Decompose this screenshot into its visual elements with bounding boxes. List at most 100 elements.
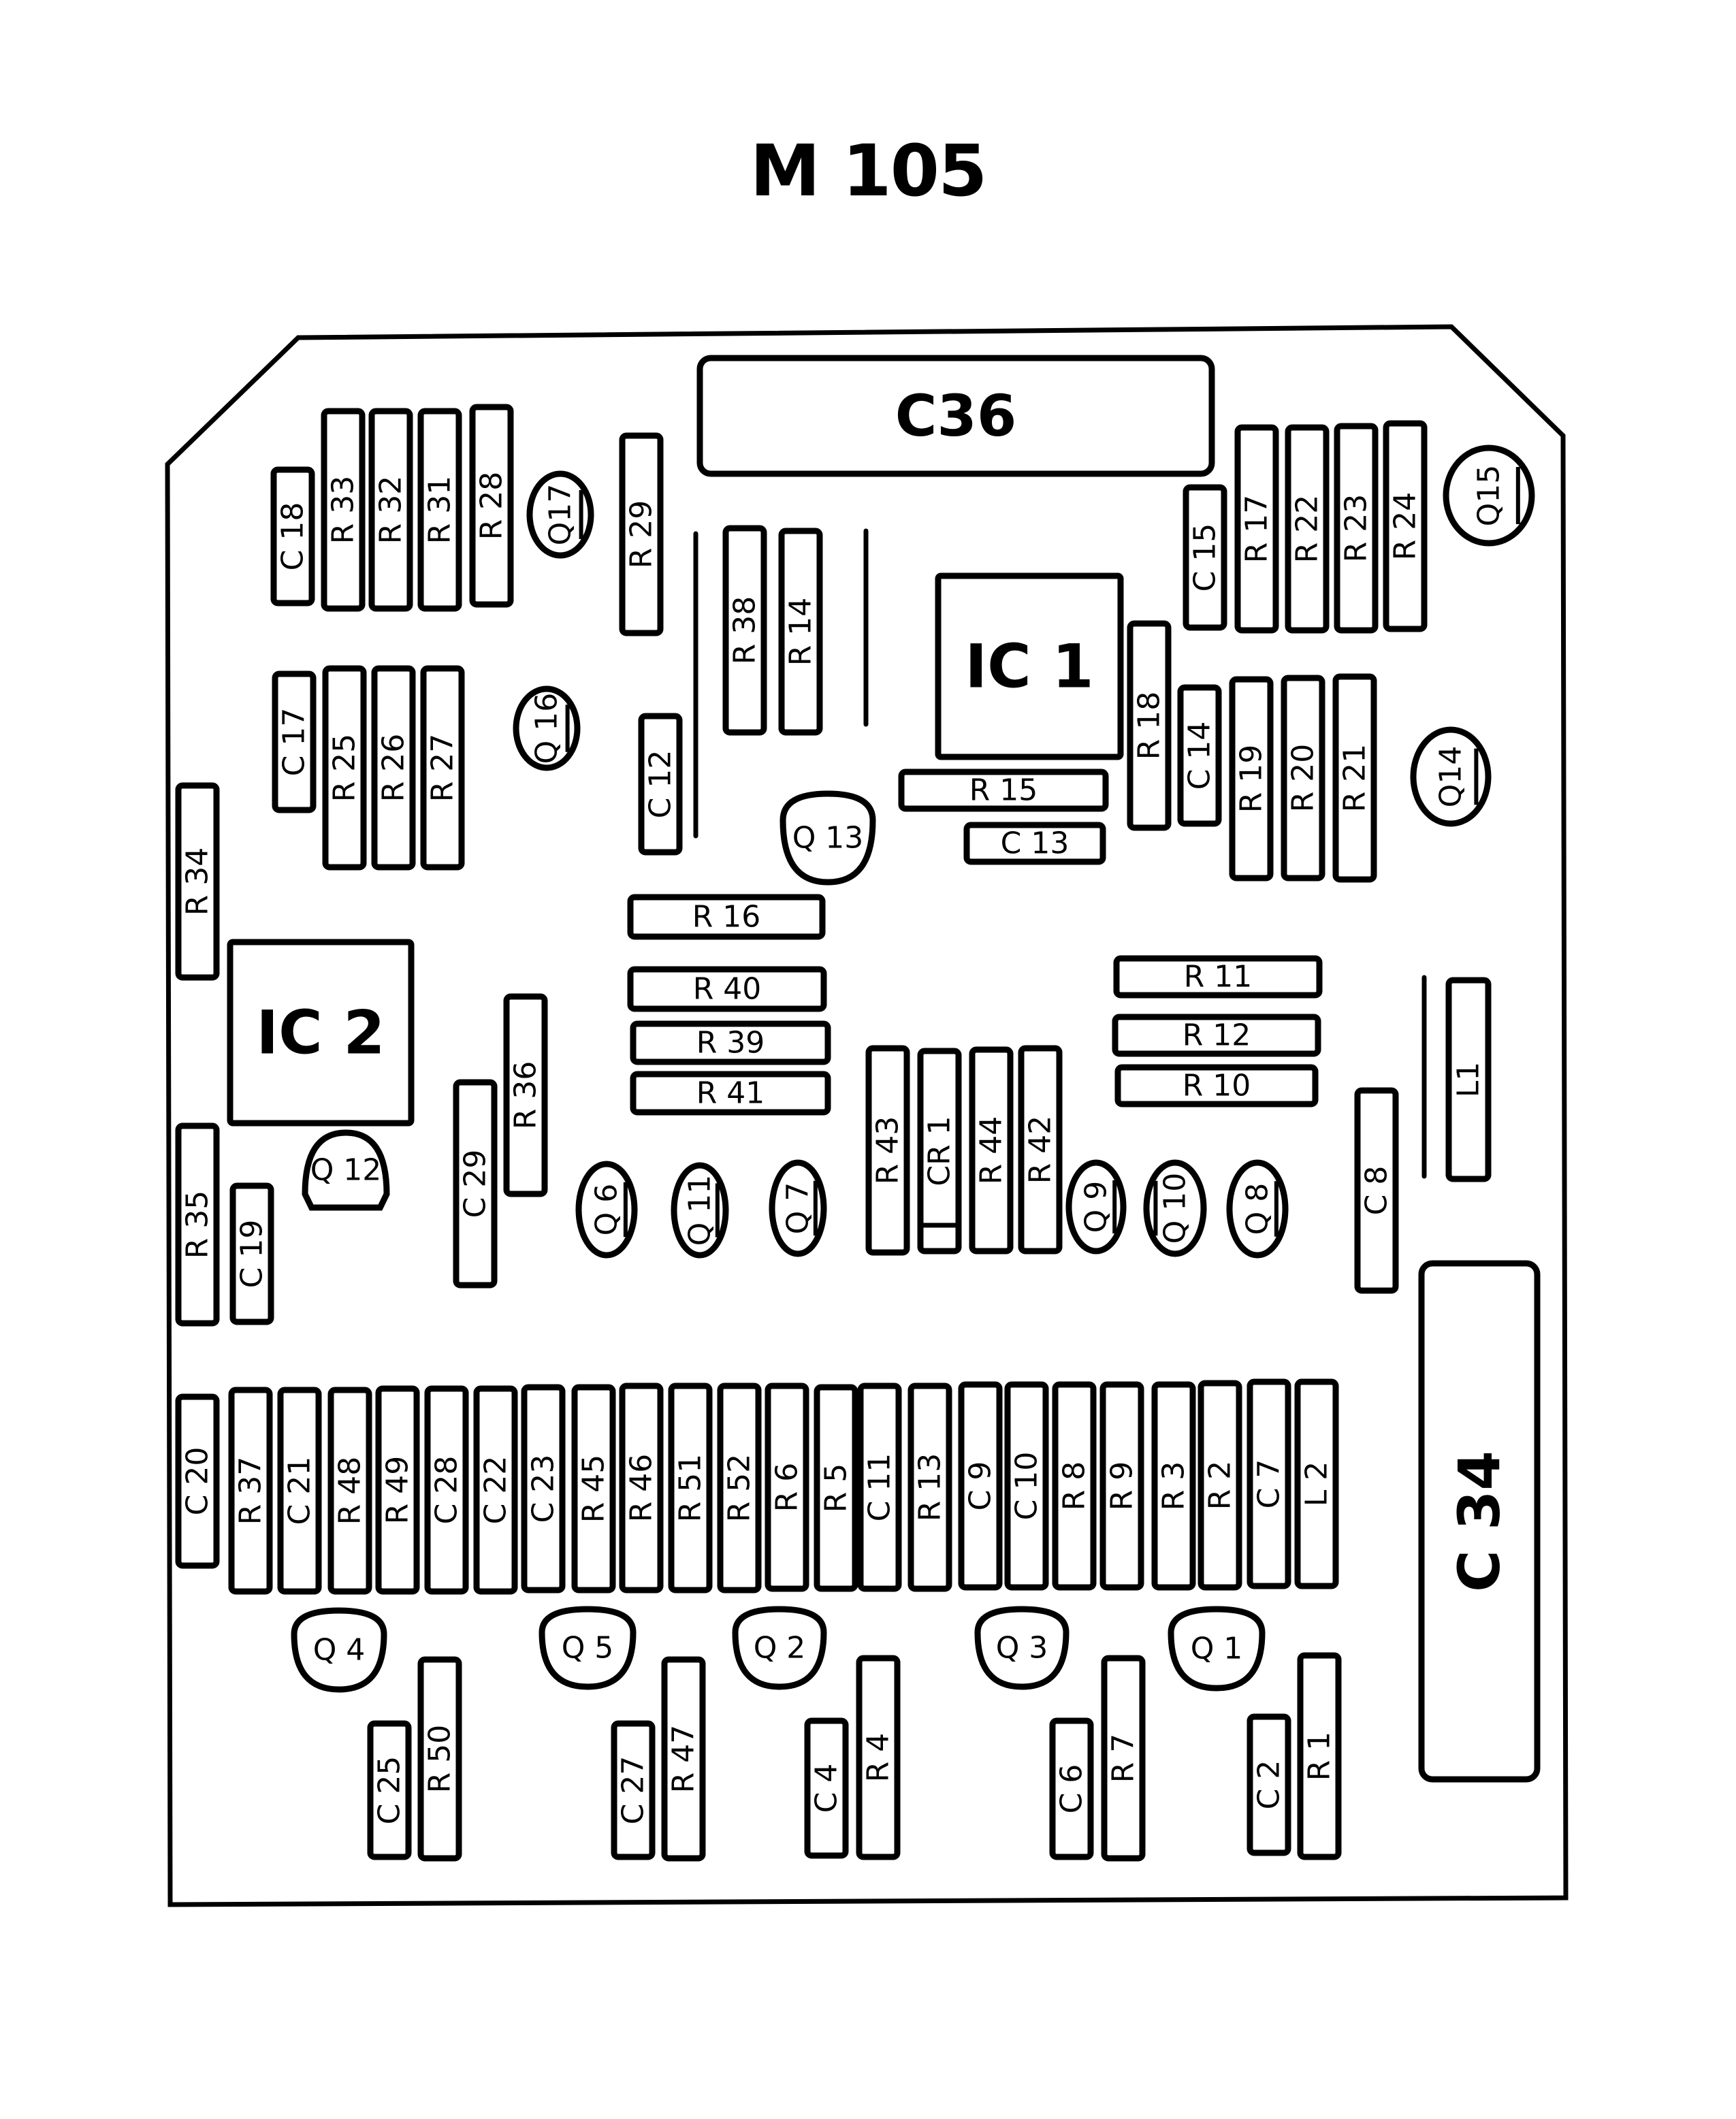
component-label: R 28: [475, 472, 509, 540]
component-body: [1247, 1378, 1291, 1589]
component-body: [1101, 1655, 1146, 1862]
component-body: [765, 1382, 809, 1592]
component-body: [969, 1046, 1014, 1255]
component-label: R 27: [425, 734, 460, 803]
component-body: [814, 1384, 858, 1592]
component-label: Q 12: [310, 1153, 382, 1188]
component-body: [473, 1385, 518, 1595]
component-label: C 29: [458, 1150, 493, 1218]
component-body: [322, 665, 367, 871]
component-label: IC 2: [256, 998, 385, 1068]
component-label: R 18: [1132, 692, 1167, 760]
capacitor-c12: C 12: [638, 713, 683, 856]
component-body: [963, 822, 1106, 865]
component-body: [619, 432, 664, 636]
component-label: R 23: [1339, 494, 1374, 563]
capacitor-c36: C36: [696, 355, 1215, 477]
component-label: Q 11: [683, 1175, 718, 1246]
component-body: [856, 1655, 901, 1860]
component-label: Q 9: [1079, 1181, 1114, 1233]
component-label: C 7: [1252, 1459, 1287, 1509]
capacitor-c20: C 20: [175, 1393, 220, 1569]
component-body: [1052, 1381, 1097, 1591]
component-label: C 2: [1252, 1760, 1287, 1810]
transistor-outline: [732, 1606, 827, 1690]
component-label: CR 1: [922, 1116, 957, 1186]
component-label: R 38: [728, 596, 762, 665]
component-label: Q 16: [530, 693, 564, 764]
component-body: [1332, 673, 1377, 883]
component-label: L1: [1451, 1062, 1486, 1098]
component-label: R 31: [423, 476, 457, 545]
component-label: R 1: [1302, 1732, 1337, 1781]
component-label: C 8: [1360, 1166, 1394, 1216]
component-body: [627, 894, 826, 940]
component-label: C 20: [180, 1447, 215, 1516]
component-label: R 13: [913, 1453, 948, 1522]
component-label: R 11: [1184, 960, 1253, 994]
component-label: R 36: [509, 1061, 543, 1130]
component-body: [627, 966, 827, 1012]
transistor-q15: Q15: [1443, 444, 1535, 547]
component-label: IC 1: [965, 632, 1093, 702]
component-label: R 7: [1106, 1734, 1141, 1783]
component-body: [1281, 675, 1325, 881]
transistor-q13: Q 13: [779, 790, 876, 886]
component-body: [1247, 1713, 1291, 1856]
transistor-q10: Q 10: [1143, 1159, 1207, 1257]
component-body: [1113, 955, 1323, 999]
resistor-r49: R 49: [375, 1385, 420, 1595]
component-label: R 2: [1203, 1461, 1238, 1510]
component-label: Q 7: [781, 1182, 816, 1235]
component-body: [270, 466, 315, 606]
transistor-outline: [575, 1161, 638, 1259]
transistor-outline: [539, 1606, 637, 1690]
component-label: R 26: [376, 734, 411, 803]
transistor-q1: Q 1: [1168, 1606, 1266, 1692]
component-label: C 15: [1188, 523, 1223, 592]
capacitor-c6: C 6: [1049, 1717, 1094, 1860]
resistor-r3: R 3: [1151, 1381, 1196, 1591]
resistor-r45: R 45: [571, 1384, 616, 1594]
component-body: [1018, 1045, 1063, 1255]
component-body: [722, 525, 767, 736]
component-body: [1197, 1380, 1242, 1591]
component-body: [1099, 1381, 1144, 1591]
component-body: [375, 1385, 420, 1595]
transistor-outline: [1226, 1159, 1289, 1259]
component-body: [1418, 1260, 1541, 1783]
component-body: [227, 939, 415, 1127]
transistor-outline: [1443, 444, 1535, 547]
component-label: R 43: [871, 1116, 905, 1185]
transistor-q3: Q 3: [974, 1606, 1070, 1690]
component-body: [571, 1384, 616, 1594]
resistor-r12: R 12: [1112, 1014, 1321, 1057]
resistor-r13: R 13: [907, 1382, 952, 1592]
capacitor-c10: C 10: [1004, 1381, 1049, 1591]
resistor-r22: R 22: [1285, 424, 1330, 634]
resistor-r7: R 7: [1101, 1655, 1146, 1862]
component-label: R 29: [624, 500, 659, 569]
capacitor-c13: C 13: [963, 822, 1106, 865]
resistor-r28: R 28: [469, 404, 514, 608]
component-label: R 40: [693, 972, 762, 1007]
component-label: Q 6: [590, 1184, 624, 1236]
inductor-l1: L1: [1445, 977, 1492, 1182]
resistor-r8: R 8: [1052, 1381, 1097, 1591]
resistor-r47: R 47: [661, 1656, 706, 1862]
resistor-r18: R 18: [1127, 620, 1172, 831]
component-body: [1049, 1717, 1094, 1860]
transistor-q11: Q 11: [671, 1162, 729, 1259]
component-label: R 3: [1157, 1461, 1191, 1511]
transistor-q12: Q 12: [302, 1129, 390, 1211]
component-label: Q14: [1434, 746, 1468, 808]
component-body: [175, 1393, 220, 1569]
component-body: [367, 1720, 412, 1860]
component-label: R 32: [374, 476, 408, 545]
transistor-q7: Q 7: [769, 1159, 827, 1257]
component-body: [668, 1382, 713, 1594]
component-body: [638, 713, 683, 856]
resistor-r19: R 19: [1229, 676, 1274, 881]
component-body: [417, 1656, 462, 1862]
